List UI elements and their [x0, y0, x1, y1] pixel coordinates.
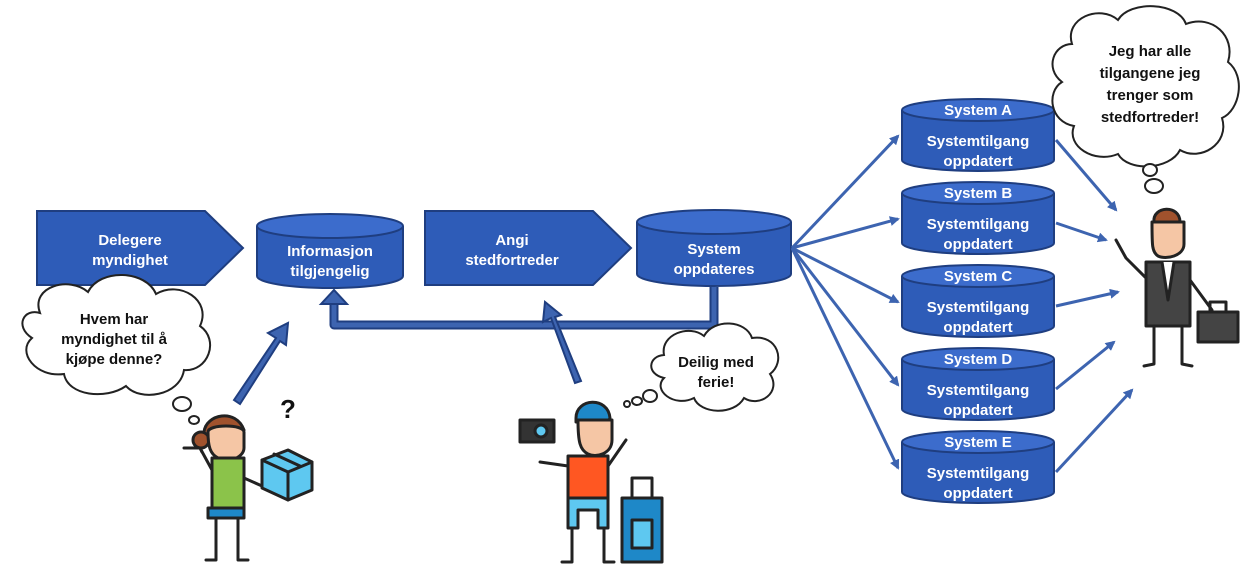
- thought-text: stedfortreder!: [1101, 109, 1199, 126]
- thought-text: kjøpe denne?: [66, 351, 163, 368]
- tourist-with-suitcase-icon: [518, 400, 664, 564]
- thought-bubble-substitute: Jeg har alle tilgangene jeg trenger som …: [1051, 5, 1240, 194]
- converge-arrow: [1055, 288, 1120, 308]
- database-label: System: [687, 241, 740, 258]
- fanout-arrow: [791, 246, 900, 304]
- system-database-1: System B Systemtilgang oppdatert: [901, 181, 1055, 255]
- thought-bubble-traveler: Deilig med ferie!: [623, 322, 780, 412]
- system-name: System D: [944, 351, 1013, 368]
- converge-arrow: [1054, 388, 1134, 474]
- fanout-arrow: [790, 247, 900, 470]
- database-information-available: Informasjon tilgjengelig: [256, 213, 404, 289]
- database-label: oppdateres: [674, 261, 755, 278]
- buyer-arrow: [232, 321, 290, 406]
- converge-arrows: [1054, 139, 1134, 474]
- system-name: System A: [944, 102, 1012, 119]
- database-system-updating: System oppdateres: [636, 209, 792, 287]
- feedback-connector: [318, 287, 719, 330]
- fanout-arrow: [790, 247, 900, 387]
- thought-text: Deilig med: [678, 354, 754, 371]
- database-label: Informasjon: [287, 243, 373, 260]
- question-mark-icon: ?: [280, 394, 296, 424]
- converge-arrow: [1055, 340, 1116, 391]
- traveler-arrow: [541, 300, 583, 385]
- thought-text: ferie!: [698, 374, 735, 391]
- system-database-3: System D Systemtilgang oppdatert: [901, 347, 1055, 421]
- system-name: System B: [944, 185, 1013, 202]
- system-database-0: System A Systemtilgang oppdatert: [901, 98, 1055, 172]
- thought-text: tilgangene jeg: [1100, 65, 1201, 82]
- process-step-delegate-authority: Delegere myndighet: [36, 210, 245, 286]
- thought-text: Hvem har: [80, 311, 149, 328]
- person-with-package-icon: [182, 414, 314, 562]
- system-name: System E: [944, 434, 1012, 451]
- system-status-label: Systemtilgang: [927, 465, 1030, 482]
- system-status-label: oppdatert: [943, 319, 1012, 336]
- process-step-set-substitute: Angi stedfortreder: [424, 210, 633, 286]
- process-step-label: myndighet: [92, 252, 168, 269]
- system-status-label: oppdatert: [943, 485, 1012, 502]
- thought-text: Jeg har alle: [1109, 43, 1192, 60]
- system-status-label: Systemtilgang: [927, 133, 1030, 150]
- system-status-label: oppdatert: [943, 236, 1012, 253]
- converge-arrow: [1055, 221, 1108, 243]
- businessperson-with-briefcase-icon: [1114, 207, 1240, 368]
- system-status-label: oppdatert: [943, 153, 1012, 170]
- fanout-arrows: [790, 134, 900, 470]
- system-status-label: oppdatert: [943, 402, 1012, 419]
- thought-text: myndighet til å: [61, 331, 168, 348]
- converge-arrow: [1054, 139, 1118, 212]
- system-name: System C: [944, 268, 1013, 285]
- system-status-label: Systemtilgang: [927, 216, 1030, 233]
- process-step-label: stedfortreder: [465, 252, 559, 269]
- process-step-label: Angi: [495, 232, 528, 249]
- database-label: tilgjengelig: [290, 263, 369, 280]
- system-database-2: System C Systemtilgang oppdatert: [901, 264, 1055, 338]
- system-status-label: Systemtilgang: [927, 382, 1030, 399]
- system-database-4: System E Systemtilgang oppdatert: [901, 430, 1055, 504]
- fanout-arrow: [790, 134, 900, 250]
- thought-bubble-buyer: Hvem har myndighet til å kjøpe denne?: [21, 274, 211, 425]
- thought-text: trenger som: [1107, 87, 1194, 104]
- system-status-label: Systemtilgang: [927, 299, 1030, 316]
- fanout-arrow: [791, 216, 900, 250]
- process-step-label: Delegere: [98, 232, 161, 249]
